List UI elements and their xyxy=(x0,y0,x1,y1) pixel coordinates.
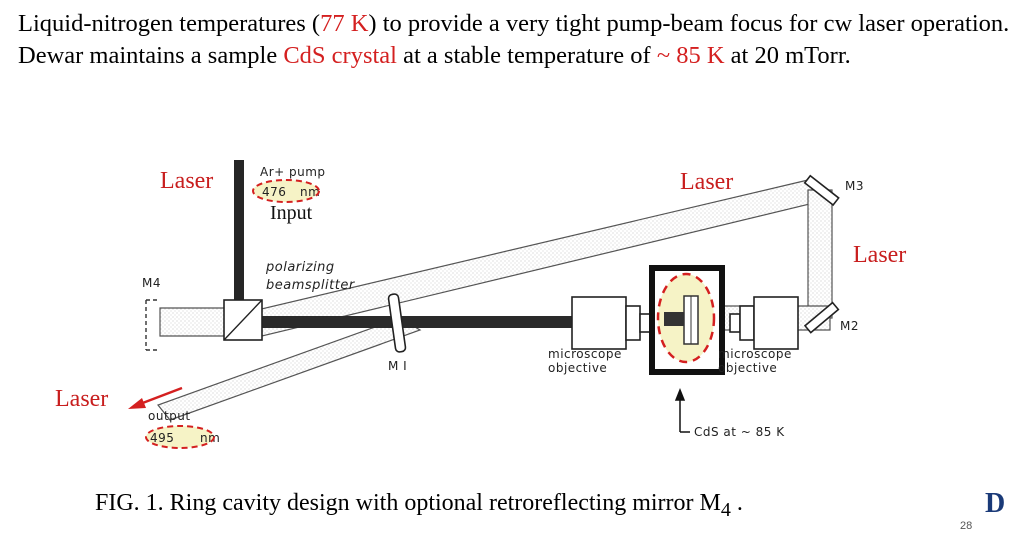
microscope-label-left: microscope xyxy=(548,347,622,361)
mirror-m3 xyxy=(803,174,840,207)
output-dashed-circle xyxy=(145,425,215,449)
mirror-m1 xyxy=(387,293,407,353)
temperature-77k: 77 K xyxy=(320,10,369,37)
vertical-beam-m3-m2 xyxy=(807,189,833,319)
pump-title: Ar+ pump xyxy=(260,165,326,179)
cds-pointer-arrow xyxy=(674,387,690,433)
output-label: output xyxy=(148,409,191,423)
polarizing-beamsplitter xyxy=(223,299,263,341)
m1-label: M I xyxy=(388,359,407,373)
m3-label: M3 xyxy=(845,179,864,193)
mirror-m4 xyxy=(145,299,160,351)
laser-input-label: Laser xyxy=(160,168,213,194)
beam-to-m4 xyxy=(159,307,233,337)
pump-horizontal-beam xyxy=(262,316,572,328)
figure-caption: FIG. 1. Ring cavity design with optional… xyxy=(95,490,743,521)
pump-highlight xyxy=(253,180,319,202)
output-wavelength: 495 xyxy=(150,431,174,445)
mirror-m2 xyxy=(803,301,840,334)
m4-label: M4 xyxy=(142,276,161,290)
pump-wavelength: 476 xyxy=(262,185,286,199)
laser-output-label: Laser xyxy=(55,386,108,412)
cds-label: CdS at ~ 85 K xyxy=(694,425,785,439)
objective-label-right: objective xyxy=(718,361,777,375)
laser-right-label: Laser xyxy=(853,242,906,268)
microscope-objective-right xyxy=(729,296,799,350)
pump-dashed-circle xyxy=(252,179,320,203)
beamsplitter-label: beamsplitter xyxy=(266,278,356,293)
objective-label-left: objective xyxy=(548,361,607,375)
intro-paragraph: Liquid-nitrogen temperatures (77 K) to p… xyxy=(18,10,1010,69)
output-arrow xyxy=(128,386,183,409)
input-label: Input xyxy=(270,202,313,224)
output-highlight xyxy=(146,426,214,448)
m2-label: M2 xyxy=(840,319,859,333)
cds-crystal-term: CdS crystal xyxy=(283,42,397,69)
pump-input-beam xyxy=(234,160,244,300)
polarizing-label: polarizing xyxy=(265,260,335,275)
sample-holder xyxy=(664,312,684,326)
output-unit: nm xyxy=(200,431,220,445)
dewar xyxy=(649,265,725,375)
microscope-label-right: microscope xyxy=(718,347,792,361)
cds-dashed-circle xyxy=(656,272,716,364)
page-number: 28 xyxy=(960,520,973,532)
laser-top-label: Laser xyxy=(680,169,733,195)
university-logo: D xyxy=(985,488,1006,519)
microscope-objective-left xyxy=(571,296,651,350)
temperature-85k: ~ 85 K xyxy=(656,42,725,69)
pump-unit: nm xyxy=(300,185,320,199)
